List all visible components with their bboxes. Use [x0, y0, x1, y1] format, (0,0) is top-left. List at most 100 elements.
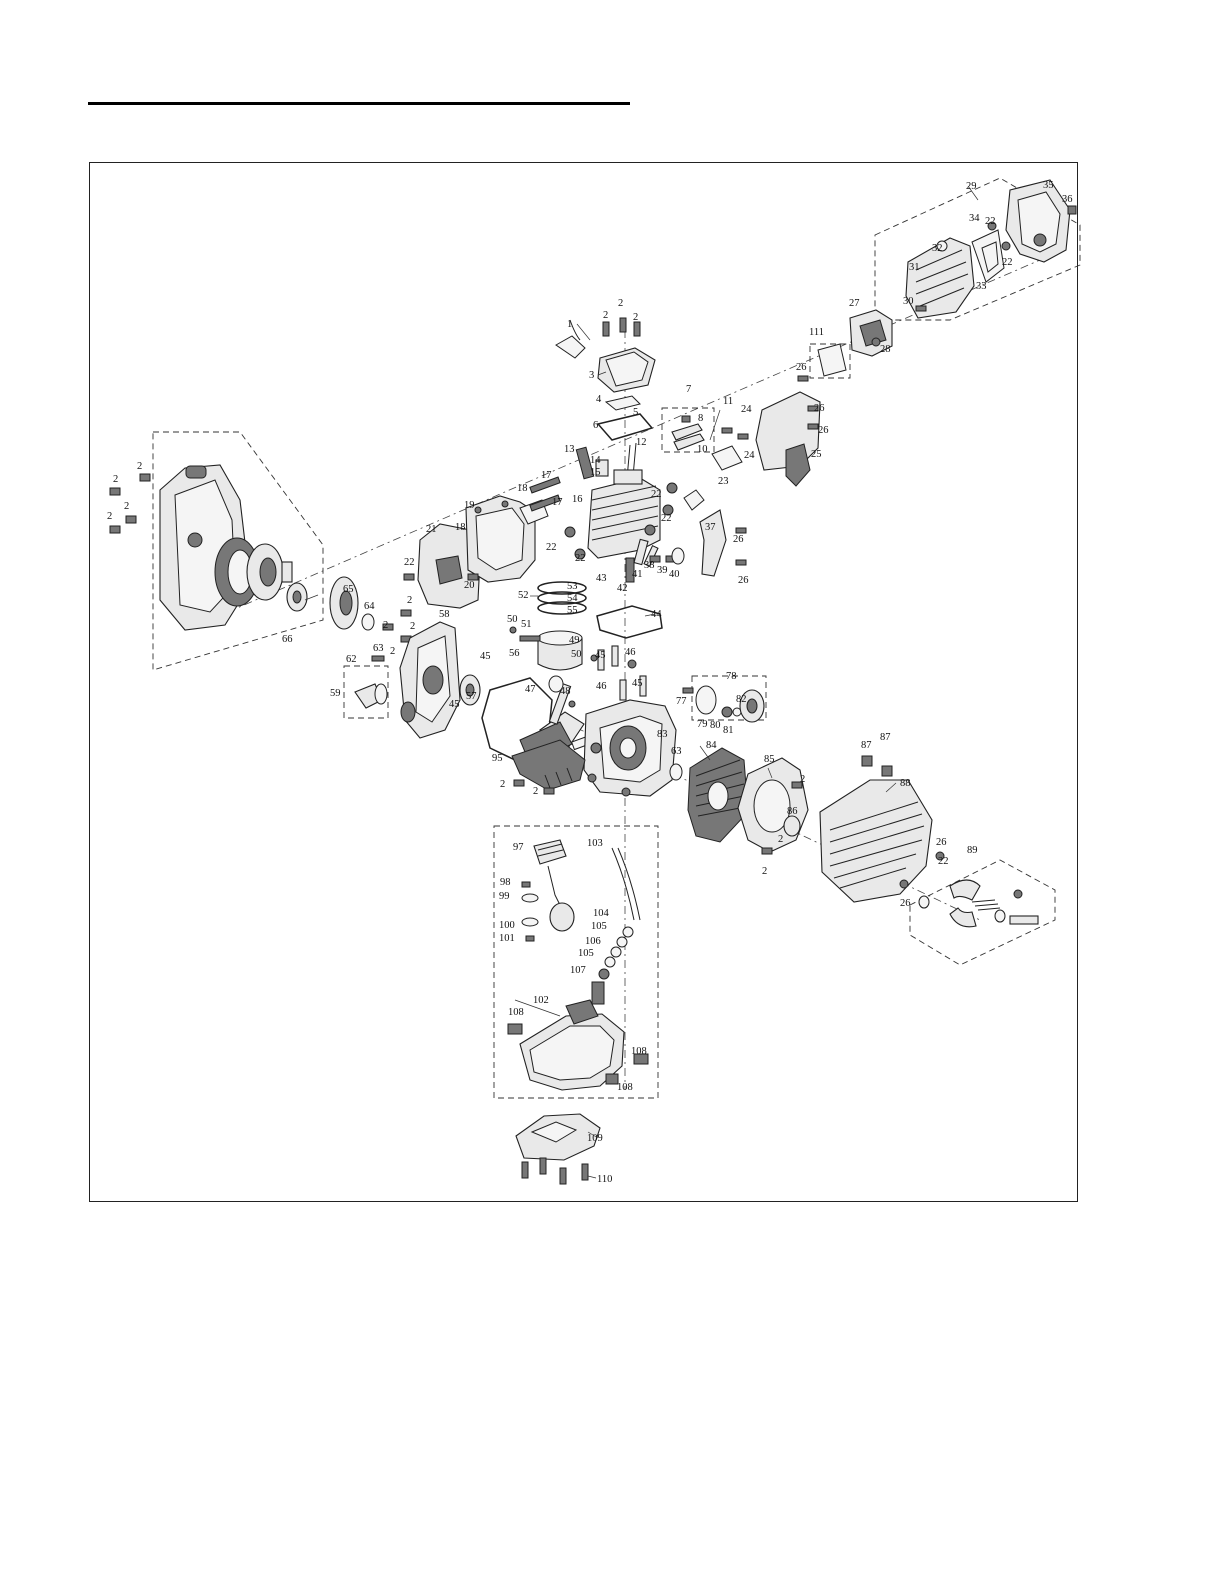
label-part-13: 13 [564, 444, 575, 455]
label-part-24: 24 [744, 450, 755, 461]
piston-ring-53 [537, 581, 587, 595]
crankcase-cover [354, 621, 481, 739]
label-part-11: 11 [723, 396, 733, 407]
starter-pulley-parts [329, 576, 412, 662]
label-part-27: 27 [849, 298, 860, 309]
label-part-38: 38 [644, 560, 655, 571]
label-part-108: 108 [508, 1007, 524, 1018]
label-part-26: 26 [900, 898, 911, 909]
label-part-63: 63 [373, 643, 384, 654]
air-filter-base [905, 237, 975, 319]
label-part-28: 28 [880, 344, 891, 355]
piston-ring-55 [537, 601, 587, 615]
label-part-89: 89 [967, 845, 978, 856]
label-part-22: 22 [546, 542, 557, 553]
carburetor [817, 309, 893, 377]
label-part-41: 41 [632, 569, 643, 580]
label-part-22: 22 [1002, 257, 1013, 268]
label-part-86: 86 [787, 806, 798, 817]
label-part-22: 22 [651, 489, 662, 500]
label-part-46: 46 [625, 647, 636, 658]
label-part-58: 58 [439, 609, 450, 620]
leader-lines [514, 185, 979, 1179]
air-filter-assembly [905, 179, 1077, 319]
label-part-2: 2 [633, 312, 638, 323]
label-part-16: 16 [572, 494, 583, 505]
intake-manifold [711, 375, 821, 487]
label-part-22: 22 [938, 856, 949, 867]
label-part-106: 106 [585, 936, 601, 947]
label-part-47: 47 [525, 684, 536, 695]
label-part-2: 2 [618, 298, 623, 309]
label-part-30: 30 [903, 296, 914, 307]
label-part-82: 82 [736, 694, 747, 705]
label-part-26: 26 [814, 403, 825, 414]
label-part-101: 101 [499, 933, 515, 944]
label-part-103: 103 [587, 838, 603, 849]
engine-cover [819, 755, 945, 903]
label-part-46: 46 [596, 681, 607, 692]
label-part-97: 97 [513, 842, 524, 853]
label-part-43: 43 [596, 573, 607, 584]
group-boxes [152, 177, 1081, 1099]
label-part-99: 99 [499, 891, 510, 902]
label-part-105: 105 [578, 948, 594, 959]
label-part-35: 35 [1043, 180, 1054, 191]
label-part-108: 108 [617, 1082, 633, 1093]
clutch-group-box [909, 859, 1056, 966]
label-part-21: 21 [426, 524, 437, 535]
label-part-62: 62 [346, 654, 357, 665]
clutch-assembly [918, 879, 1039, 928]
label-part-2: 2 [533, 786, 538, 797]
label-part-26: 26 [936, 837, 947, 848]
label-part-36: 36 [1062, 194, 1073, 205]
label-part-88: 88 [900, 778, 911, 789]
gear-group-box [691, 675, 767, 721]
label-part-105: 105 [591, 921, 607, 932]
label-part-2: 2 [778, 834, 783, 845]
label-part-98: 98 [500, 877, 511, 888]
label-part-39: 39 [657, 565, 668, 576]
label-part-18: 18 [517, 483, 528, 494]
label-part-5: 5 [633, 407, 638, 418]
label-part-29: 29 [966, 181, 977, 192]
label-part-20: 20 [464, 580, 475, 591]
label-part-2: 2 [390, 646, 395, 657]
label-part-2: 2 [407, 595, 412, 606]
piston [537, 637, 583, 671]
label-part-87: 87 [861, 740, 872, 751]
label-part-64: 64 [364, 601, 375, 612]
label-part-50: 50 [571, 649, 582, 660]
label-part-12: 12 [636, 437, 647, 448]
label-part-32: 32 [932, 243, 943, 254]
label-part-54: 54 [567, 593, 578, 604]
label-part-2: 2 [762, 866, 767, 877]
label-part-25: 25 [811, 449, 822, 460]
label-part-2: 2 [500, 779, 505, 790]
label-part-26: 26 [738, 575, 749, 586]
recoil-starter-group-box [152, 431, 324, 671]
label-part-110: 110 [597, 1174, 612, 1185]
label-part-23: 23 [718, 476, 729, 487]
label-part-22: 22 [661, 513, 672, 524]
primer-group-box [343, 665, 389, 719]
label-part-49: 49 [569, 635, 580, 646]
rocker-arm-group-box [661, 407, 715, 453]
label-part-45: 45 [595, 650, 606, 661]
label-part-80: 80 [710, 720, 721, 731]
label-part-79: 79 [697, 719, 708, 730]
cam-gear-assembly [682, 685, 765, 723]
label-part-55: 55 [567, 605, 578, 616]
label-part-40: 40 [669, 569, 680, 580]
label-part-53: 53 [567, 581, 578, 592]
air-filter-group-box [874, 177, 1081, 321]
label-part-26: 26 [796, 362, 807, 373]
label-part-50: 50 [507, 614, 518, 625]
crankcase [583, 699, 677, 797]
label-part-108: 108 [631, 1046, 647, 1057]
muffler-assembly [403, 476, 561, 609]
title-underline [88, 102, 630, 105]
label-part-42: 42 [617, 583, 628, 594]
label-part-2: 2 [137, 461, 142, 472]
